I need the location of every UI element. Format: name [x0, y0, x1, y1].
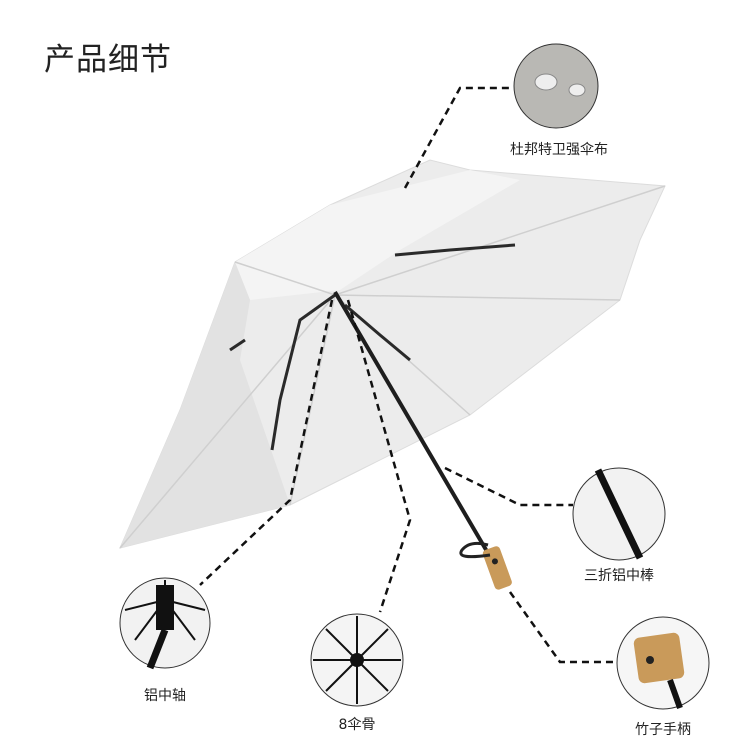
bamboo-handle-icon: [616, 616, 710, 710]
callout-label-ribs: 8伞骨: [338, 717, 376, 733]
page-title: 产品细节: [44, 42, 172, 78]
fabric-water-drop-icon: [513, 43, 599, 129]
center-hub-icon: [119, 577, 211, 670]
shaft-detail-icon: [572, 467, 666, 561]
umbrella-canopy: [119, 159, 666, 549]
ribs-detail-icon: [310, 613, 404, 707]
callout-label-fabric: 杜邦特卫强伞布: [510, 142, 608, 158]
callout-label-shaft: 三折铝中棒: [584, 568, 654, 584]
callout-label-hub: 铝中轴: [144, 688, 186, 704]
callout-lines: [199, 86, 616, 664]
callout-label-handle: 竹子手柄: [635, 722, 691, 738]
bamboo-handle: [482, 546, 512, 590]
umbrella-shaft: [333, 290, 494, 562]
